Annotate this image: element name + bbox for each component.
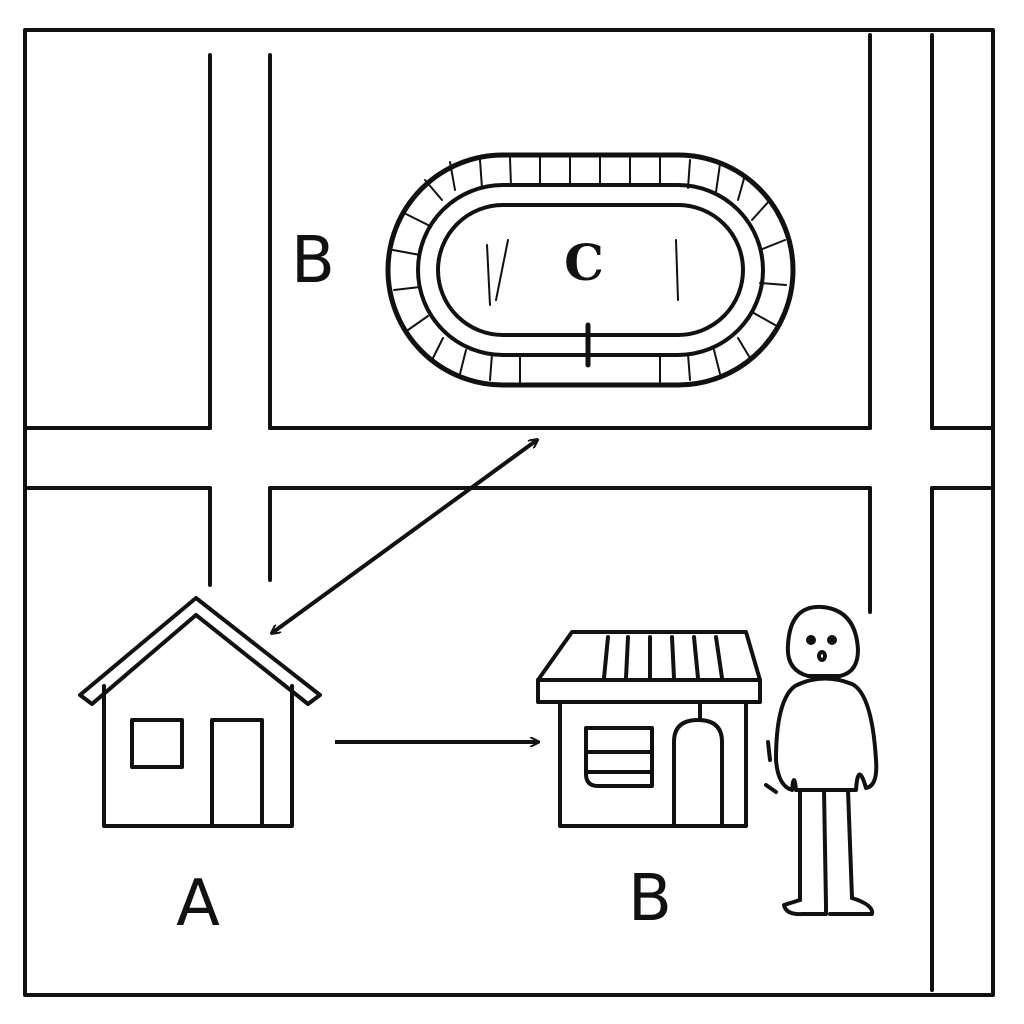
person-icon — [764, 604, 879, 917]
road-grid — [23, 33, 995, 992]
house-label: A — [176, 867, 220, 941]
running-track-icon: C — [385, 152, 796, 388]
track-label: C — [564, 233, 604, 292]
diagonal-double-arrow — [272, 440, 537, 633]
map-frame — [23, 28, 995, 997]
shop-icon — [536, 630, 762, 828]
house-icon — [78, 596, 322, 828]
block-label-b: B — [291, 224, 335, 298]
shop-label: B — [628, 862, 672, 936]
